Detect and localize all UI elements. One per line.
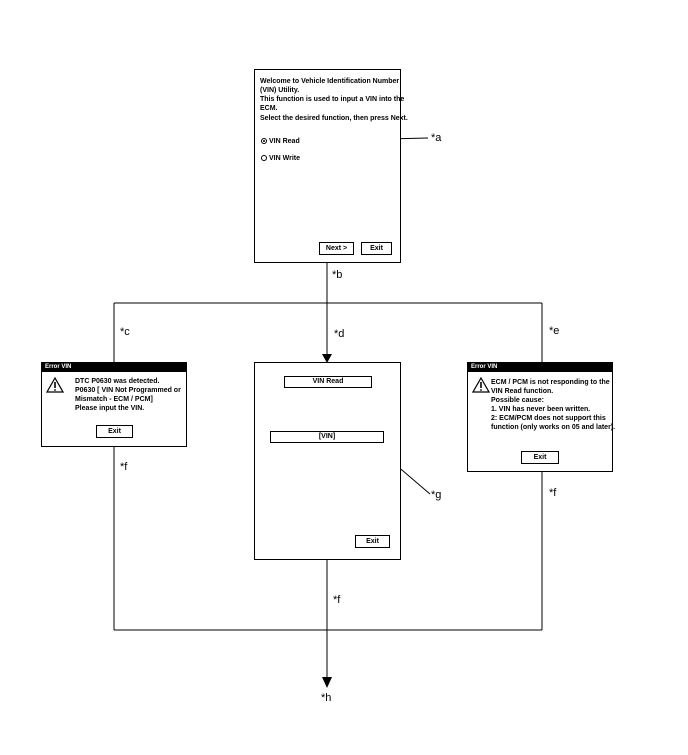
- error-dtc-line2: P0630 [ VIN Not Programmed or: [75, 387, 181, 394]
- error-no-response-exit-button[interactable]: Exit: [521, 451, 559, 464]
- vin-read-exit-button[interactable]: Exit: [355, 535, 390, 548]
- error-no-response-title: Error VIN: [468, 363, 612, 372]
- callout-b: *b: [332, 269, 343, 281]
- utility-text-line2: (VIN) Utility.: [260, 87, 300, 94]
- vin-write-label: VIN Write: [269, 155, 300, 162]
- error-no-response-line2: VIN Read function.: [491, 388, 554, 395]
- callout-d: *d: [334, 328, 345, 340]
- error-no-response-line4: 1. VIN has never been written.: [491, 406, 591, 413]
- vin-write-radio[interactable]: [261, 155, 267, 161]
- utility-text-line4: ECM.: [260, 105, 278, 112]
- vin-read-title-field: VIN Read: [284, 376, 372, 388]
- callout-e: *e: [549, 325, 560, 337]
- vin-value-field: [VIN]: [270, 431, 384, 443]
- utility-text-line1: Welcome to Vehicle Identification Number: [260, 78, 400, 85]
- utility-text-line3: This function is used to input a VIN int…: [260, 96, 405, 103]
- error-dtc-exit-button[interactable]: Exit: [96, 425, 133, 438]
- error-no-response-line6: function (only works on 05 and later).: [491, 424, 616, 431]
- error-no-response-line3: Possible cause:: [491, 397, 544, 404]
- next-button[interactable]: Next >: [319, 242, 354, 255]
- callout-a: *a: [431, 132, 442, 144]
- utility-text-line5: Select the desired function, then press …: [260, 115, 408, 122]
- arrowhead-h: [322, 677, 332, 688]
- error-dtc-window: Error VIN DTC P0630 was detected. P0630 …: [41, 362, 187, 447]
- vin-utility-window: Welcome to Vehicle Identification Number…: [254, 69, 408, 263]
- vin-read-radio[interactable]: [261, 138, 267, 144]
- error-dtc-line1: DTC P0630 was detected.: [75, 378, 160, 385]
- callout-h: *h: [321, 692, 332, 704]
- error-no-response-line1: ECM / PCM is not responding to the: [491, 379, 610, 386]
- callout-f-right: *f: [549, 487, 557, 499]
- callout-c: *c: [120, 326, 130, 338]
- error-dtc-line3: Mismatch - ECM / PCM]: [75, 396, 153, 403]
- exit-button[interactable]: Exit: [361, 242, 392, 255]
- callout-g: *g: [431, 489, 442, 501]
- error-no-response-window: Error VIN ECM / PCM is not responding to…: [467, 362, 616, 472]
- error-no-response-line5: 2: ECM/PCM does not support this: [491, 415, 606, 422]
- error-dtc-line4: Please input the VIN.: [75, 405, 145, 412]
- warning-icon: [472, 377, 490, 393]
- callout-f-left: *f: [120, 461, 128, 473]
- vin-read-label: VIN Read: [269, 138, 300, 145]
- vin-read-window: VIN Read [VIN] Exit: [254, 362, 401, 560]
- arrowhead-d: [322, 354, 332, 363]
- warning-icon: [46, 377, 64, 393]
- error-dtc-title: Error VIN: [42, 363, 186, 372]
- callout-f-center: *f: [333, 594, 341, 606]
